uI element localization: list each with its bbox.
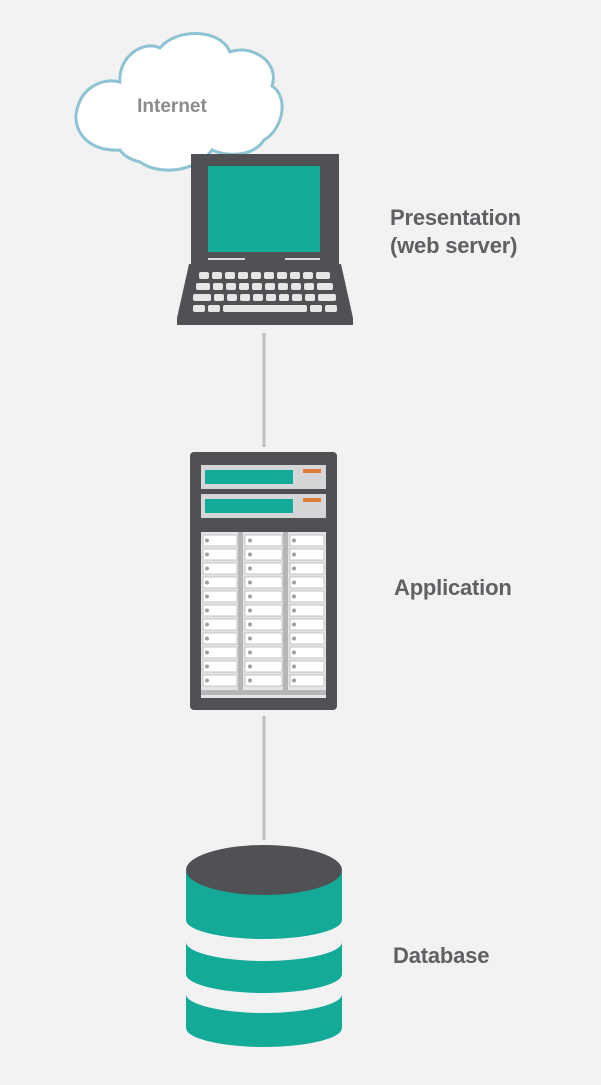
keyboard <box>193 272 337 312</box>
database-tier-label: Database <box>393 943 490 968</box>
server-rack-icon <box>190 452 337 710</box>
database-icon <box>186 845 342 1047</box>
laptop-icon <box>177 154 353 325</box>
presentation-tier-label: Presentation (web server) <box>390 204 521 260</box>
presentation-label-line1: Presentation <box>390 205 521 230</box>
drive-bays <box>201 532 326 698</box>
cloud-icon: Internet <box>74 32 284 172</box>
presentation-label-line2: (web server) <box>390 233 518 258</box>
application-tier-label: Application <box>394 575 512 600</box>
cloud-label: Internet <box>137 96 207 117</box>
